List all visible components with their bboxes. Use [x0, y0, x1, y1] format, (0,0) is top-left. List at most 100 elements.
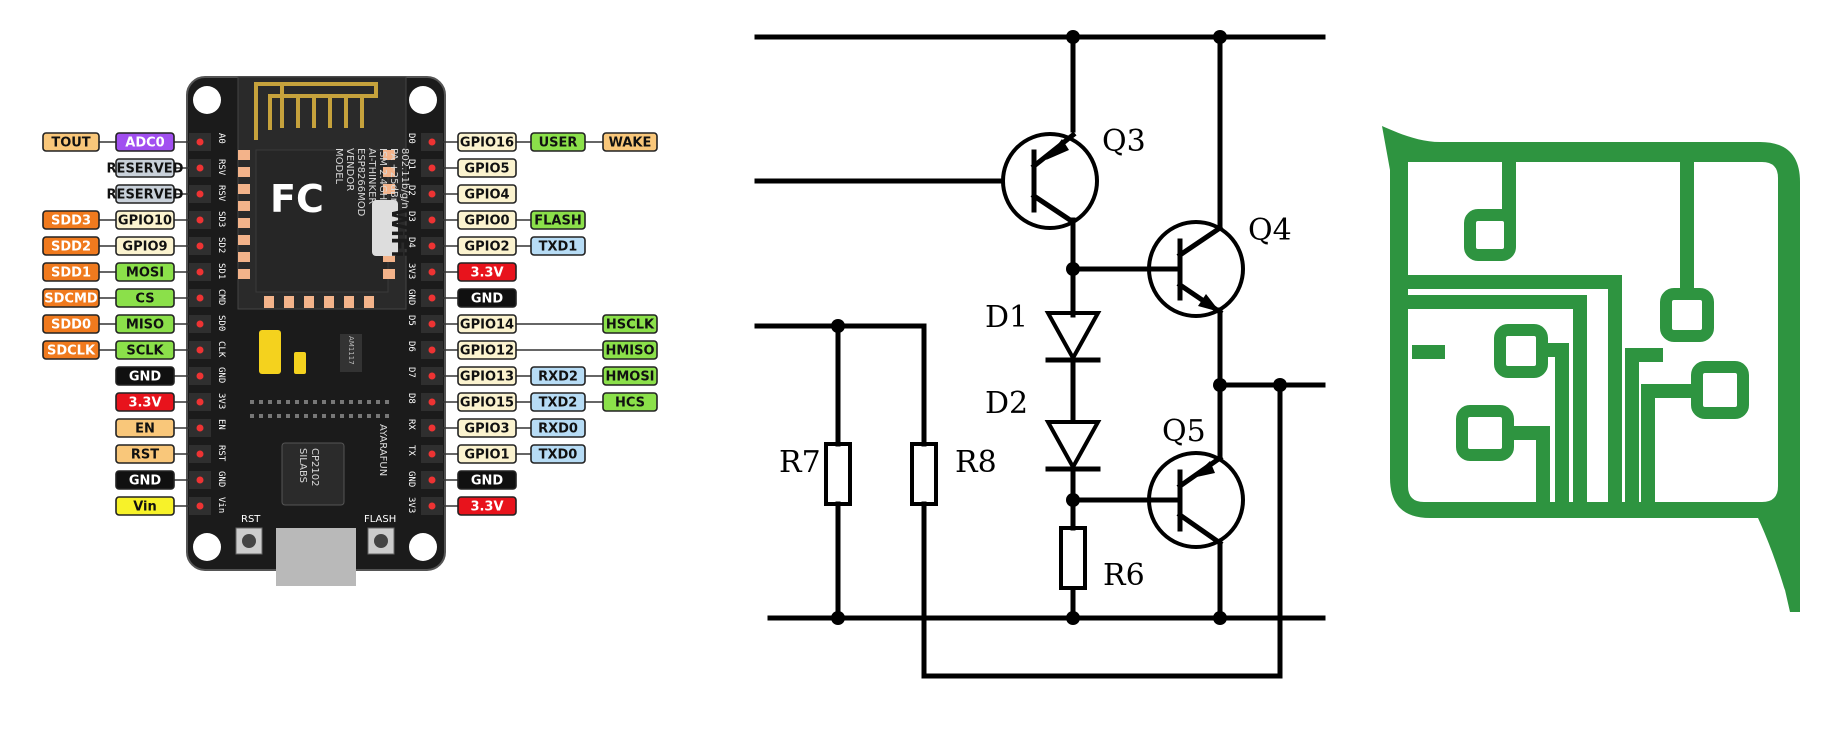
right-pin-row: GND GND: [406, 470, 517, 490]
silk-pin-name: D2: [406, 185, 416, 196]
module-pad: [284, 296, 294, 308]
pin-label-text: GPIO12: [460, 344, 514, 359]
pin-label-box: [115, 314, 175, 334]
pin-label-text: SDCLK: [47, 344, 96, 359]
pin-label-text: GND: [471, 474, 504, 489]
pin-label-box: [530, 210, 586, 230]
pin-label-gpio1: GPIO1: [457, 444, 517, 464]
pin-label-text: GPIO16: [460, 136, 514, 151]
module-pad: [364, 296, 374, 308]
pin-label-gpio9: GPIO9: [115, 236, 175, 256]
pin-label-text: Vin: [133, 500, 157, 515]
silk-pin-name: SD0: [216, 315, 226, 331]
pin-label-text: EN: [135, 422, 155, 437]
board-dot: [277, 400, 281, 404]
regulator-label: AM1117: [347, 336, 355, 365]
module-pad: [238, 235, 250, 245]
pin-label-box: [42, 288, 100, 308]
header-pin-dot: [196, 268, 204, 276]
pin-label-box: [42, 314, 100, 334]
pin-label-sclk: SCLK: [115, 340, 175, 360]
q3-collector: [1030, 192, 1077, 226]
header-pin-dot: [428, 476, 436, 484]
module-pad: [383, 184, 395, 194]
pin-label-text: TXD1: [539, 240, 578, 255]
pin-label-box: [115, 262, 175, 282]
pin-label-box: [115, 470, 175, 490]
pin-label-box: [115, 366, 175, 386]
board-dot: [286, 414, 290, 418]
module-text-line: ISM 2.4GHz: [377, 148, 388, 206]
pin-label-text: MOSI: [126, 266, 164, 281]
pin-label-box: [530, 444, 586, 464]
silk-pin-name: D0: [406, 133, 416, 144]
q4-collector: [1176, 224, 1224, 259]
pin-label-box: [602, 392, 658, 412]
board-dot: [313, 400, 317, 404]
q3-transistor: [1001, 132, 1099, 230]
header-pin-dot: [428, 164, 436, 172]
pin-label-txd1: TXD1: [530, 236, 586, 256]
junction-dot: [1273, 378, 1287, 392]
pin-label-box: [530, 132, 586, 152]
wifi-mark: WiFi: [387, 208, 411, 257]
pin-label-text: RXD0: [538, 422, 578, 437]
pin-label-sdd3: SDD3: [42, 210, 100, 230]
pin-label-txd0: TXD0: [530, 444, 586, 464]
board-dot: [268, 414, 272, 418]
module-pad: [344, 296, 354, 308]
pin-label-gpio12: GPIO12: [457, 340, 517, 360]
label-r6: R6: [1103, 558, 1145, 593]
usb-chip-line-2: CP2102: [309, 448, 320, 486]
pin-label-box: [457, 444, 517, 464]
silk-pin-name: SD3: [216, 211, 226, 227]
pin-label-text: TXD0: [539, 448, 578, 463]
pin-label-vin: Vin: [115, 496, 175, 516]
board-dot: [376, 400, 380, 404]
junction-dot: [1066, 262, 1080, 276]
module-text-line: PA +25dBm: [388, 148, 399, 207]
header-pin-dot: [428, 450, 436, 458]
usb-chip: [281, 442, 345, 506]
pin-label-hcs: HCS: [602, 392, 658, 412]
logo-pad: [1464, 209, 1516, 261]
pin-label-text: RESERVED: [107, 188, 184, 203]
pin-label-text: SDD0: [51, 318, 91, 333]
module-pad: [238, 150, 250, 160]
module-pad: [238, 252, 250, 262]
header-pin-dot: [428, 424, 436, 432]
board-dot: [286, 400, 290, 404]
header-pin-dot: [196, 346, 204, 354]
board-dot: [250, 400, 254, 404]
header-pin-dot: [196, 476, 204, 484]
silk-pin-name: GND: [406, 471, 416, 487]
module-pad: [383, 269, 395, 279]
pin-label-box: [602, 314, 658, 334]
board-dot: [340, 414, 344, 418]
pin-label-text: WAKE: [609, 136, 652, 151]
header-pin-dot: [196, 424, 204, 432]
pin-label-text: GPIO10: [118, 214, 172, 229]
silk-pin-name: RSV: [216, 159, 226, 176]
pin-label-reserved: RESERVED: [107, 158, 184, 178]
board-dot: [367, 414, 371, 418]
pin-label-hmiso: HMISO: [602, 340, 658, 360]
pin-label-text: USER: [539, 136, 578, 151]
pin-label-box: [530, 236, 586, 256]
rst-button-label: RST: [241, 514, 261, 525]
module-text-line: MODEL: [333, 148, 344, 185]
mounting-hole: [409, 86, 437, 114]
silk-pin-name: D3: [406, 211, 416, 222]
module-pad: [264, 296, 274, 308]
pin-label-text: GPIO5: [464, 162, 509, 177]
pin-label-sdcmd: SDCMD: [42, 288, 100, 308]
